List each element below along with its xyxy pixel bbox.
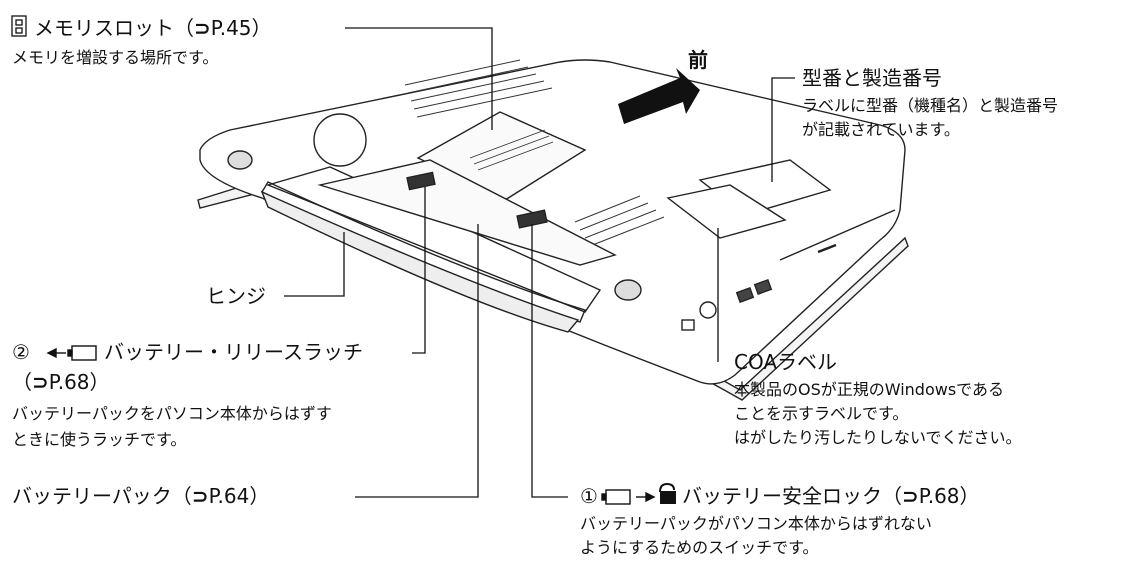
page-ref-arrow-icon: ⊃ [191,484,209,508]
battery-release-desc-2: ときに使うラッチです。 [12,430,187,449]
battery-pack-title: バッテリーパック（⊃P.64） [12,484,270,508]
coa-label-desc-2: ことを示すラベルです。 [734,404,909,423]
battery-release-page-ref[interactable]: P.68 [48,370,90,394]
memory-slot-page-ref[interactable]: P.45 [210,16,252,40]
battery-lock-page-ref[interactable]: P.68 [918,484,960,508]
battery-release-ref: （⊃P.68） [12,370,110,394]
battery-release-num: ② [12,340,30,364]
coa-label-desc-3: はがしたり汚したりしないでください。 [734,428,1022,447]
memory-slot-title: メモリスロット（⊃P.45） [34,16,272,40]
page-ref-arrow-icon: ⊃ [194,16,211,40]
battery-icon [67,345,97,361]
arrow-right-icon [636,491,656,503]
memory-icon [11,15,27,37]
page-ref-arrow-icon: ⊃ [902,484,919,508]
coa-label-desc-1: 本製品のOSが正規のWindowsである [734,380,1005,399]
coa-label-title: COAラベル [734,350,838,374]
battery-release-title: バッテリー・リリースラッチ [104,340,363,364]
model-serial-desc-2: が記載されています。 [802,120,960,139]
battery-lock-desc-2: ようにするためのスイッチです。 [580,538,819,557]
laptop-body [197,59,909,401]
model-serial-desc-1: ラベルに型番（機種名）と製造番号 [802,96,1059,115]
battery-pack-page-ref[interactable]: P.64 [208,484,250,508]
battery-lock-title: バッテリー安全ロック（⊃P.68） [682,484,980,508]
unlock-icon [659,482,676,504]
model-serial-title: 型番と製造番号 [802,66,942,90]
hinge-label: ヒンジ [206,284,266,308]
front-label: 前 [688,48,708,72]
page-ref-arrow-icon: ⊃ [32,370,49,394]
battery-lock-num: ① [580,484,598,508]
battery-lock-desc-1: バッテリーパックがパソコン本体からはずれない [580,514,932,533]
front-arrow-icon [618,68,700,124]
battery-release-desc-1: バッテリーパックをパソコン本体からはずす [12,404,332,423]
leader-lines [284,27,795,498]
arrow-left-icon [46,347,66,359]
memory-slot-desc: メモリを増設する場所です。 [12,48,219,67]
battery-icon [601,489,631,505]
